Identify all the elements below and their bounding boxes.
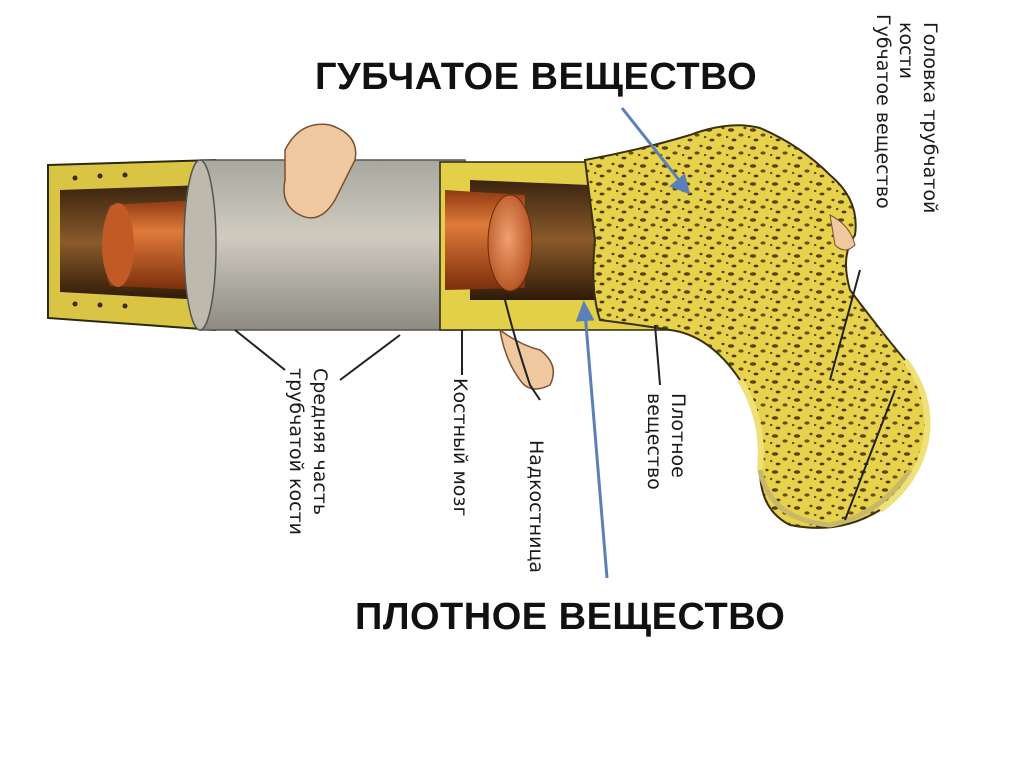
marrow-left-end [102,203,134,287]
label-compact-line2: вещество [642,393,666,490]
compact-substance-title: ПЛОТНОЕ ВЕЩЕСТВО [355,596,785,639]
label-bone-marrow: Костный мозг [448,378,472,516]
periosteum-sleeve-end [184,160,216,330]
label-spongy-substance: Губчатое вещество [871,14,895,209]
label-compact-line1: Плотное [666,393,690,490]
label-bone-marrow-text: Костный мозг [448,378,472,516]
label-periosteum: Надкостница [524,440,548,573]
spongy-substance-title: ГУБЧАТОЕ ВЕЩЕСТВО [315,56,757,99]
label-head-line1: Головка трубчатой [918,22,942,213]
label-bone-head: Головка трубчатой кости [894,22,942,213]
label-head-line2: кости [894,22,918,213]
label-middle-part: Средняя часть трубчатой кости [284,368,332,535]
marrow-right-end [488,195,532,291]
periosteum-flap-bottom [500,330,553,389]
label-spongy-line1: Губчатое вещество [871,14,895,209]
label-compact-substance: Плотное вещество [642,393,690,490]
label-middle-part-line2: трубчатой кости [284,368,308,535]
label-periosteum-text: Надкостница [524,440,548,573]
label-middle-part-line1: Средняя часть [308,368,332,535]
